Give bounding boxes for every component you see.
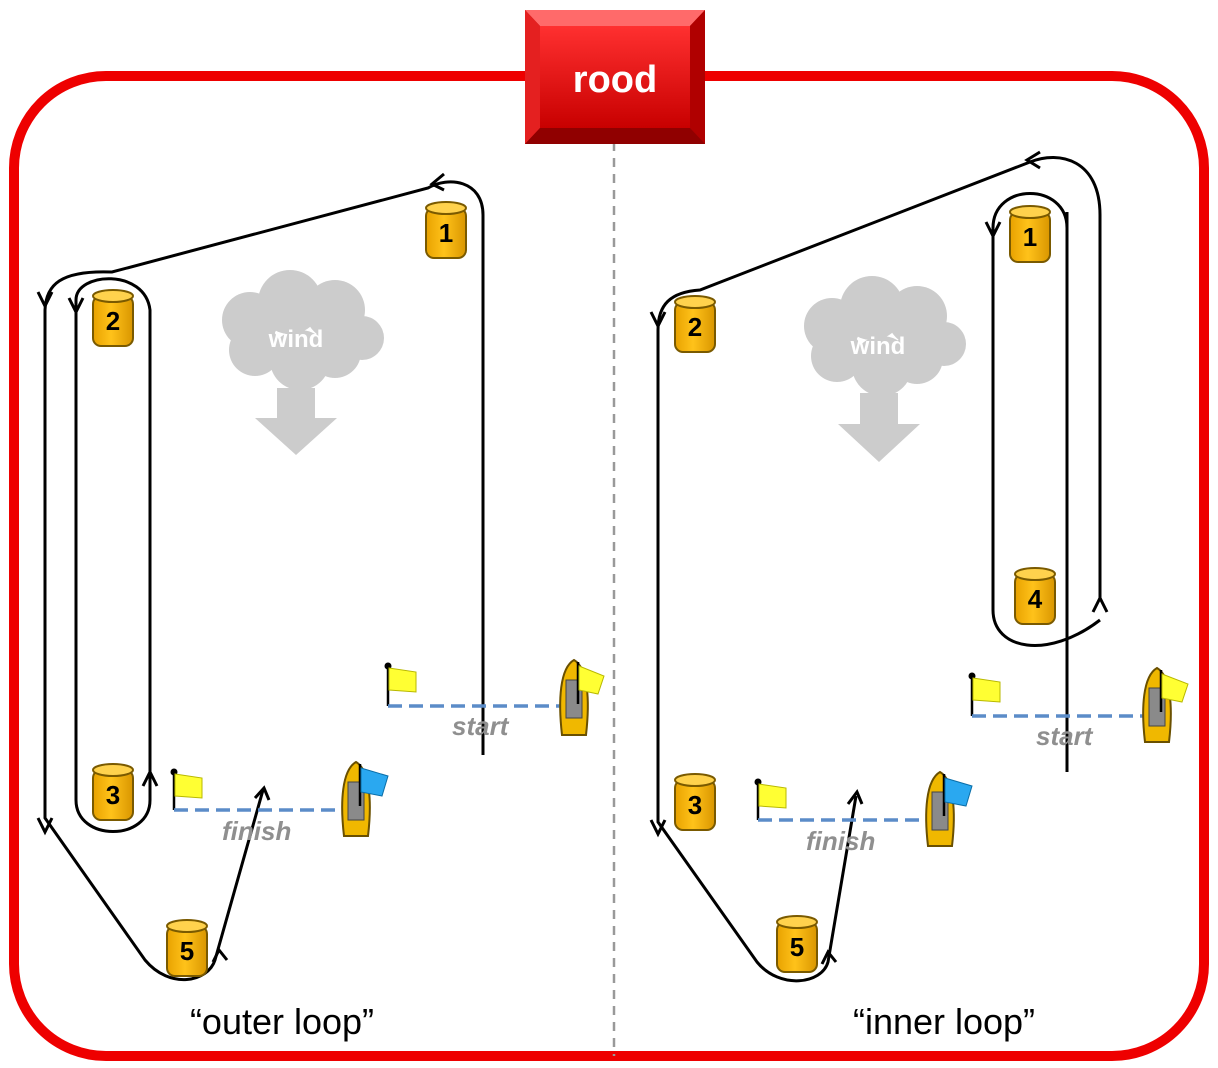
finish-pin-flag-icon [754,778,787,820]
finish-pin-flag-icon [170,768,203,810]
finish-committee-boat-icon [341,760,389,837]
finish-label: finish [806,826,875,856]
course-arrows [649,150,1109,965]
caption-outer-loop: “outer loop” [190,1001,374,1042]
mark-2-label: 2 [688,312,702,342]
mark-2: 2 [92,289,134,347]
right-panel: wind 1 2 3 [649,150,1189,1042]
mark-3-label: 3 [688,790,702,820]
mark-1-label: 1 [1023,222,1037,252]
mark-5: 5 [166,919,208,977]
wind-arrow-icon [838,393,920,462]
mark-1: 1 [425,201,467,259]
title-box: rood [525,10,705,144]
mark-1-label: 1 [439,218,453,248]
mark-1: 1 [1009,205,1051,263]
mark-5: 5 [776,915,818,973]
wind-cloud-icon [804,276,966,396]
wind-arrow-icon [255,388,337,455]
start-label: start [452,711,510,741]
title: rood [573,59,657,101]
mark-3: 3 [674,773,716,831]
start-label: start [1036,721,1094,751]
caption-inner-loop: “inner loop” [853,1001,1035,1042]
mark-2-label: 2 [106,306,120,336]
mark-4: 4 [1014,567,1056,625]
mark-3: 3 [92,763,134,821]
inner-loop-mark4-course [991,192,1101,647]
mark-2: 2 [674,295,716,353]
mark-5-label: 5 [180,936,194,966]
start-pin-flag-icon [384,662,417,706]
left-panel: wind 1 2 3 [36,172,605,1042]
start-pin-flag-icon [968,672,1001,716]
mark-4-label: 4 [1028,584,1043,614]
outer-loop-inner-course [74,277,152,833]
start-committee-boat-icon [1142,666,1189,743]
mark-5-label: 5 [790,932,804,962]
outer-loop-course [43,180,485,982]
course-arrows [36,172,445,963]
finish-label: finish [222,816,291,846]
wind-cloud-icon [222,270,384,390]
wind-label: wind [850,333,906,360]
start-committee-boat-icon [559,658,605,736]
mark-3-label: 3 [106,780,120,810]
finish-committee-boat-icon [925,770,973,847]
wind-label: wind [268,326,324,353]
